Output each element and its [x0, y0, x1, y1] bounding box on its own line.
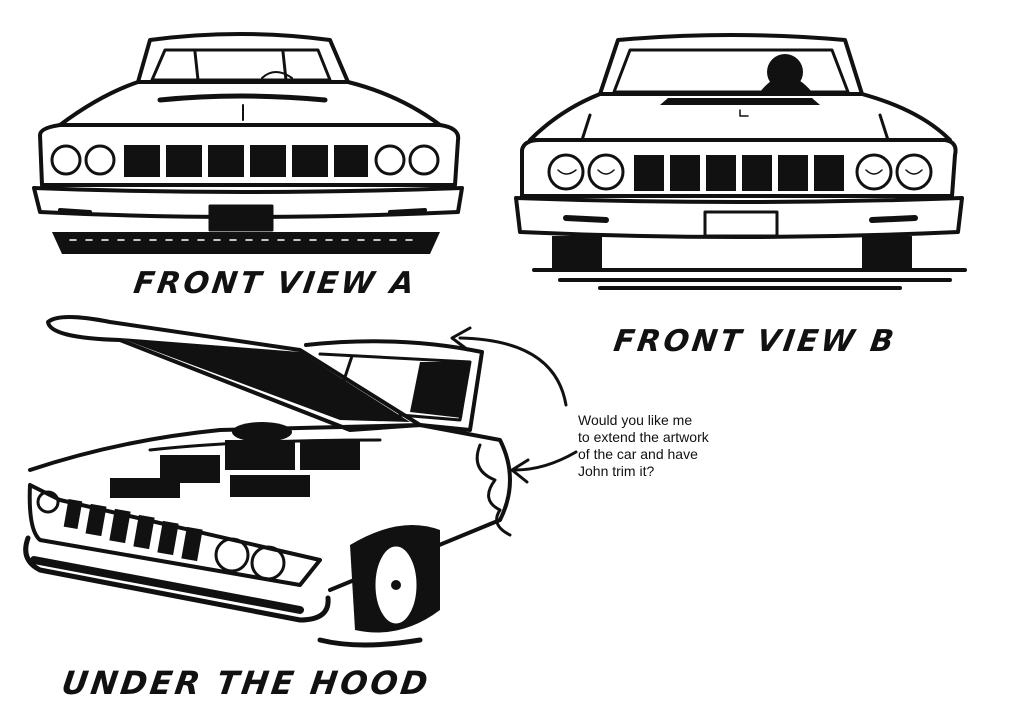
under-the-hood-drawing	[23, 315, 512, 648]
front-view-a-drawing	[32, 32, 464, 254]
under-the-hood-label: UNDER THE HOOD	[59, 664, 433, 702]
note-line: Would you like me	[578, 412, 693, 428]
front-view-a-label: FRONT VIEW A	[131, 266, 420, 301]
front-view-b-drawing	[514, 33, 967, 290]
note-line: of the car and have	[578, 446, 698, 462]
note-line: to extend the artwork	[578, 429, 709, 445]
artwork-note: Would you like me to extend the artwork …	[578, 412, 768, 480]
front-view-b-label: FRONT VIEW B	[611, 324, 899, 359]
note-line: John trim it?	[578, 463, 655, 479]
annotation-arrows	[450, 326, 578, 484]
